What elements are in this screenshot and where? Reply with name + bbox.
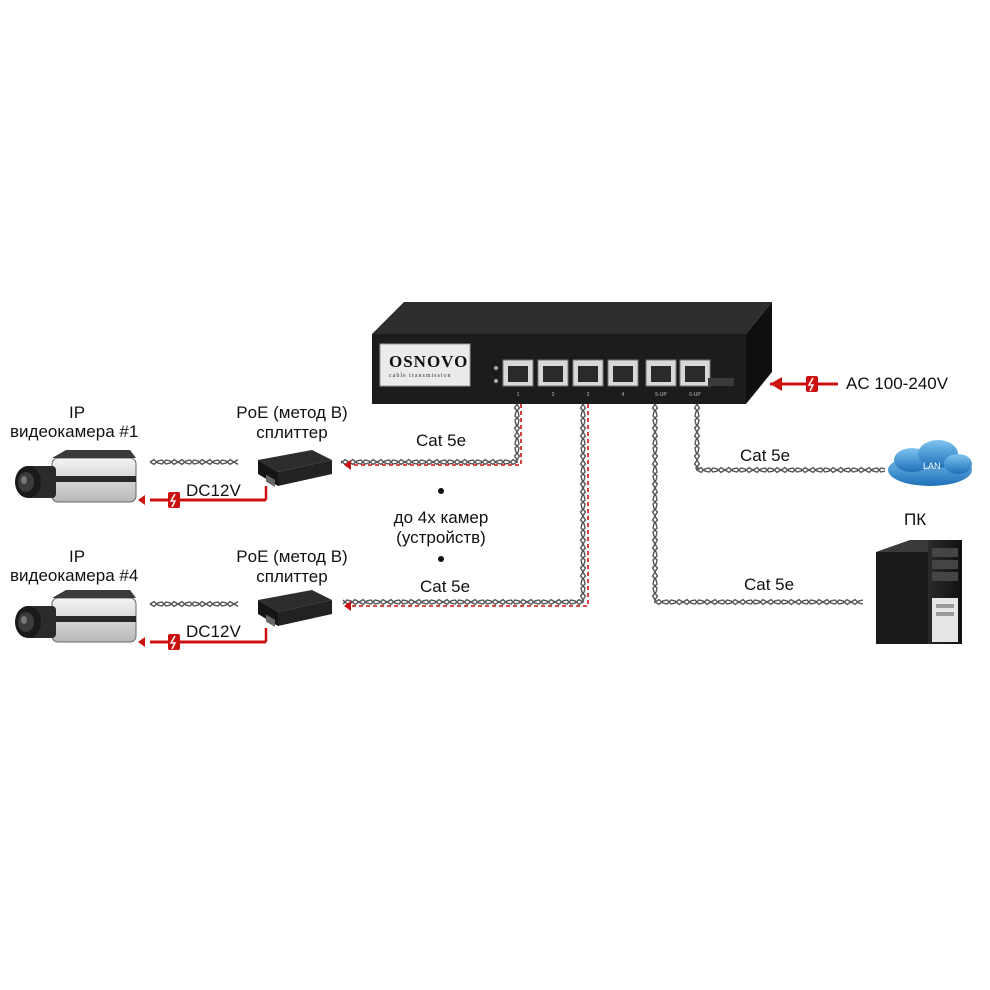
camera-4-title-line1: IP [68,547,86,566]
ethernet-port-3-socket [578,366,598,382]
cable-cam1-strand-a [340,403,521,466]
camera-1-title-line1: IP [68,403,86,422]
dc12v-label-1: DC12V [186,481,241,500]
camera-4-title-line2: видеокамера #4 [10,566,139,585]
switch-ports: 1 2 3 4 5-UP 6-UP [502,359,711,398]
poe-switch: 1 2 3 4 5-UP 6-UP [372,302,772,404]
splitter-1-title-line2: сплиттер [256,423,328,442]
cable-cam4-strand-b [342,403,587,606]
lan-cloud-icon [888,440,972,486]
switch-brand: OSNOVO [389,352,469,371]
pc-label: ПК [904,510,927,529]
ellipsis-dot-bottom [438,556,444,562]
cable-lan-strand-b [693,403,886,474]
splitter-4-title-line2: сплиттер [256,567,328,586]
poe-power-line-cam4 [352,404,589,607]
dc12v-label-4: DC12V [186,622,241,641]
dc12v-arrow-1-head [138,495,145,505]
ethernet-port-5-socket [651,366,671,382]
ethernet-port-6-socket [685,366,705,382]
poe-arrow-cam1 [344,460,351,470]
ip-camera-4 [14,589,137,643]
dc12v-arrow-4-bolt-glyph [169,635,177,650]
dc12v-arrow-1-bolt-icon [168,492,180,508]
port-label-4: 4 [622,392,625,398]
port-label-3: 3 [587,392,590,398]
power-led [494,366,498,370]
cable-label-cam4: Cat 5e [420,577,471,596]
dc12v-arrow-1-bolt-glyph [169,493,177,508]
cable-label-cam1: Cat 5e [416,431,467,450]
ethernet-port-2-socket [543,366,563,382]
dc-power-jack [708,378,734,386]
port-label-5: 5-UP [655,392,667,398]
cable-label-pc: Cat 5e [744,575,795,594]
middle-note-line1: до 4х камер [393,508,489,527]
ellipsis-dot-top [438,488,444,494]
poe-arrow-cam4 [344,601,351,611]
port-label-2: 2 [552,392,555,398]
splitter-4-title-line1: PoE (метод B) [236,547,348,566]
port-label-1: 1 [517,392,520,398]
cable-label-lan: Cat 5e [740,446,791,465]
patch-cable-cam4-strand-b [149,600,239,608]
camera-1-title-line2: видеокамера #1 [10,422,139,441]
cable-pc-strand-b [651,403,864,606]
pc-tower-icon [876,540,962,644]
patch-cable-cam1-strand-a [149,458,239,466]
dc12v-arrow-4-head [138,637,145,647]
patch-cable-cam1-strand-b [149,458,239,466]
status-led [494,379,498,383]
cable-lan-strand-a [693,403,886,474]
cables [149,403,886,611]
ethernet-port-1-socket [508,366,528,382]
lan-cloud-label: LAN [923,461,941,471]
switch-top [372,302,772,334]
cable-cam1-strand-b [340,403,521,466]
ip-camera-1 [14,449,137,503]
patch-cable-cam4-strand-a [149,600,239,608]
dc12v-arrows [138,486,268,650]
poe-splitter-1 [258,450,332,487]
poe-splitter-4 [258,590,332,627]
port-label-6: 6-UP [689,392,701,398]
cable-cam4-strand-a [342,403,587,606]
ethernet-port-4-socket [613,366,633,382]
middle-note-line2: (устройств) [396,528,486,547]
ac-power-label: AC 100-240V [846,374,949,393]
switch-side [746,302,772,404]
power-bolt-icon [806,376,818,392]
switch-logo-plate [379,343,471,387]
switch-tagline: cable transmission [389,373,452,379]
dc12v-arrow-4-bolt-icon [168,634,180,650]
splitter-1-title-line1: PoE (метод B) [236,403,348,422]
ac-input-arrow [770,376,838,392]
